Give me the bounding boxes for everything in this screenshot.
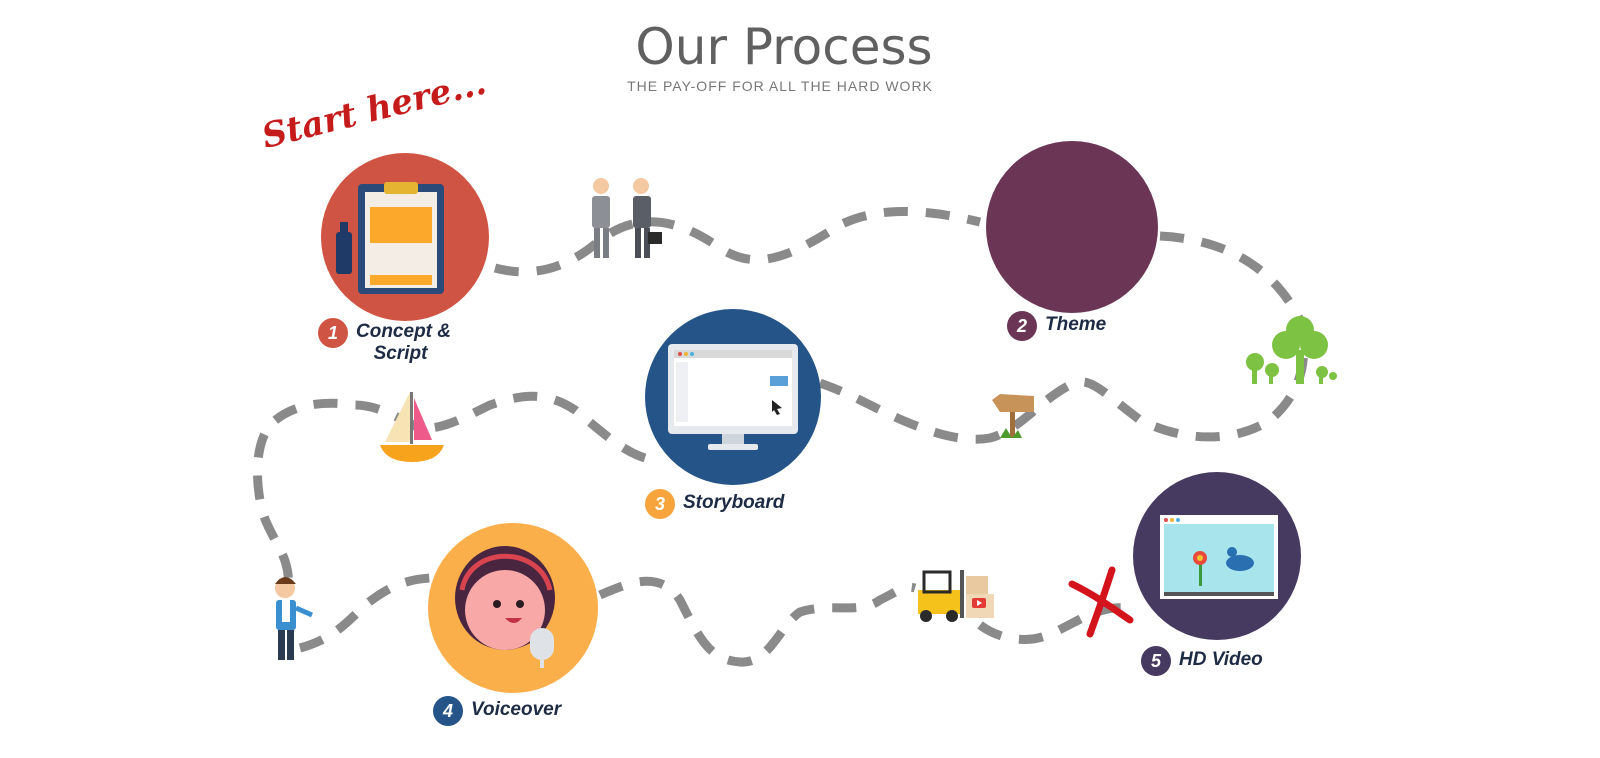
voiceover-circle	[428, 523, 598, 693]
theme-circle	[986, 141, 1158, 313]
x-mark-icon	[1068, 566, 1134, 638]
monitor-icon	[668, 344, 798, 450]
sailboat-icon	[380, 392, 444, 462]
video-player-icon	[1160, 515, 1278, 599]
step-1-concept-script: 1 Concept & Script	[318, 318, 451, 365]
step-2-label: Theme	[1045, 314, 1107, 335]
step-5-label: HD Video	[1179, 649, 1263, 670]
signpost-icon	[992, 394, 1034, 438]
page-title: Our Process	[635, 18, 933, 76]
step-3-storyboard: 3 Storyboard	[645, 489, 784, 519]
step-3-badge: 3	[645, 489, 675, 519]
page-subtitle: THE PAY-OFF FOR ALL THE HARD WORK	[627, 78, 933, 94]
headset-girl-icon	[455, 546, 555, 668]
handshake-icon	[592, 178, 662, 258]
trees-icon	[1246, 316, 1337, 384]
step-5-badge: 5	[1141, 646, 1171, 676]
hd-video-circle	[1133, 472, 1301, 640]
step-4-voiceover: 4 Voiceover	[433, 696, 561, 726]
step-4-label: Voiceover	[471, 699, 562, 720]
step-1-label: Concept &	[356, 321, 451, 342]
step-1-label-line2: Script	[373, 343, 428, 364]
presenter-icon	[275, 577, 314, 660]
concept-script-circle	[321, 153, 489, 321]
storyboard-circle	[645, 309, 821, 485]
step-2-theme: 2 Theme	[1007, 311, 1106, 341]
clipboard-icon	[336, 182, 444, 294]
step-5-hd-video: 5 HD Video	[1141, 646, 1263, 676]
forklift-icon	[918, 570, 994, 622]
step-4-badge: 4	[433, 696, 463, 726]
step-2-badge: 2	[1007, 311, 1037, 341]
step-3-label: Storyboard	[683, 492, 785, 513]
step-1-badge: 1	[318, 318, 348, 348]
